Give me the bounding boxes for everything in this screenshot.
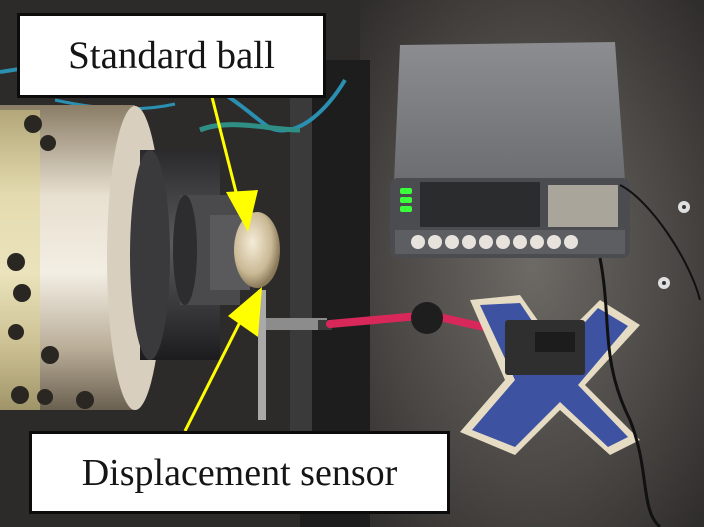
label-standard-ball-text: Standard ball (68, 34, 275, 77)
standard-ball (234, 212, 280, 288)
rod-knob (411, 302, 443, 334)
arrow-standard-ball (210, 96, 258, 232)
arrow-displacement-sensor (183, 287, 262, 432)
label-standard-ball: Standard ball (17, 13, 326, 98)
label-displacement-sensor: Displacement sensor (29, 431, 450, 514)
readout-display (420, 182, 540, 227)
magnetic-base (460, 295, 640, 455)
displacement-sensor-body (258, 290, 266, 420)
readout-unit (390, 42, 630, 258)
label-displacement-sensor-text: Displacement sensor (81, 451, 398, 494)
